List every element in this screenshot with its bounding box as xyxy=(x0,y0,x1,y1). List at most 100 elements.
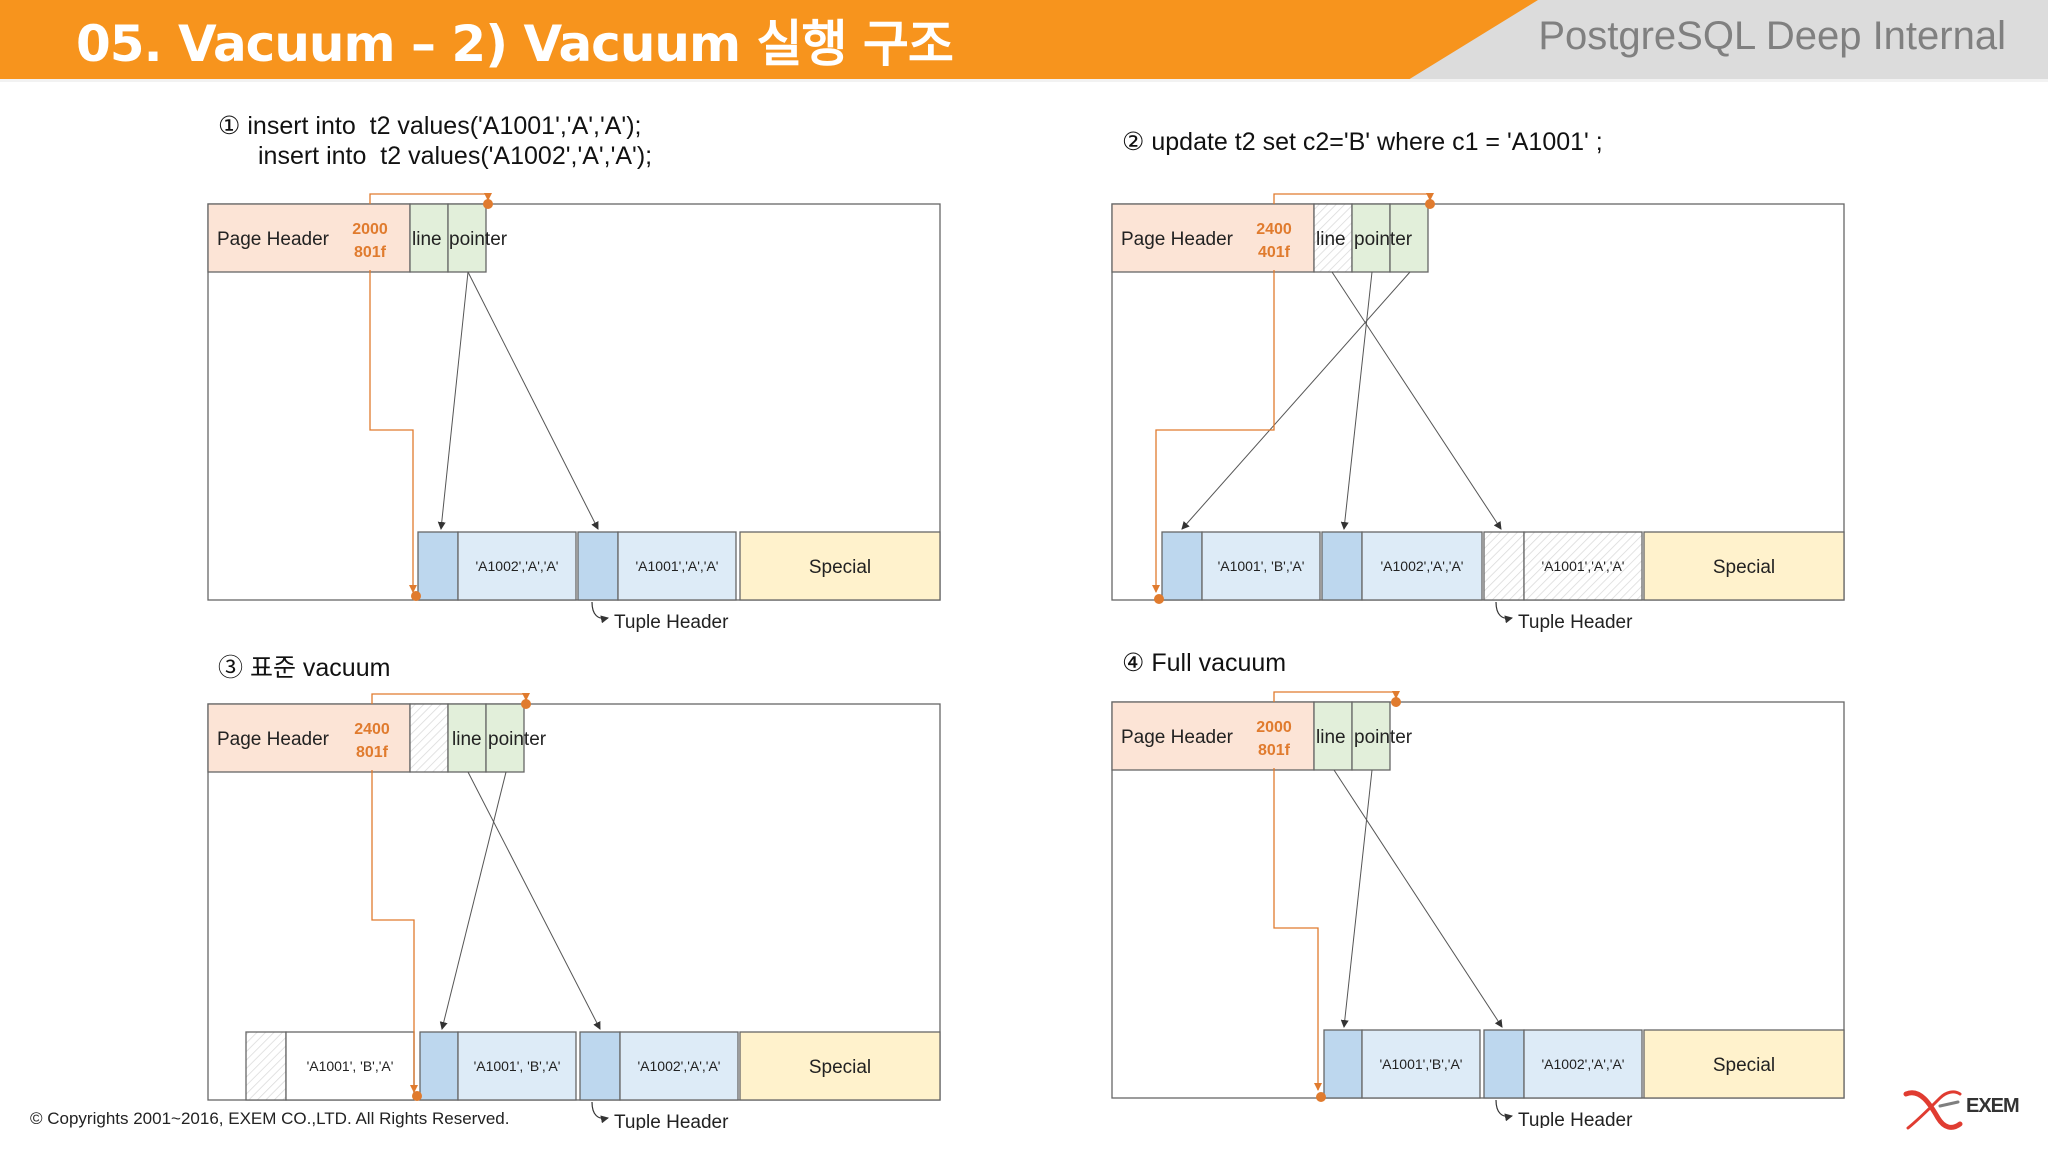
tuple-header-cell xyxy=(1161,531,1203,601)
pointer-arrow xyxy=(1340,769,1373,1028)
tuple-value: 'A1001', 'B','A' xyxy=(1218,558,1305,574)
header-value-top: 2400 xyxy=(354,721,390,738)
tuple-header-callout xyxy=(1495,601,1513,624)
pointer-arrow xyxy=(1340,271,1373,530)
upper-pointer-arrow xyxy=(1152,270,1275,593)
pointer-label: pointer xyxy=(1354,229,1413,250)
tuple-value: 'A1002','A','A' xyxy=(1381,558,1464,574)
tuple-value: 'A1001','B','A' xyxy=(1380,1056,1463,1072)
page-header-box xyxy=(207,703,411,773)
tuple-header-callout xyxy=(591,601,609,624)
line-pointer-cell xyxy=(485,703,525,773)
pointer-arrow xyxy=(439,771,507,1030)
dead-tuple-header-cell xyxy=(1483,531,1525,601)
page-header-label: Page Header xyxy=(1121,727,1234,748)
lower-pointer-arrow xyxy=(371,693,530,704)
special-box xyxy=(739,1031,941,1101)
upper-dot xyxy=(412,1091,422,1101)
pointer-arrow xyxy=(1181,271,1411,530)
tuple-header-callout xyxy=(591,1101,609,1124)
caption-1-line2: insert into t2 values('A1002','A','A'); xyxy=(258,142,653,170)
tuple-cell xyxy=(1201,531,1321,601)
tuple-cell xyxy=(457,1031,577,1101)
exem-logo-icon xyxy=(1903,1090,1963,1130)
header-value-top: 2000 xyxy=(1256,719,1292,736)
caption-4: ④ Full vacuum xyxy=(1122,649,1287,677)
special-label: Special xyxy=(1713,1055,1775,1076)
header-banner xyxy=(0,0,2048,82)
logo-text: EXEM xyxy=(1966,1095,2020,1117)
caption-1-line1: ① insert into t2 values('A1001','A','A')… xyxy=(218,112,642,140)
slide-title: 05. Vacuum – 2) Vacuum 실행 구조 xyxy=(76,15,954,73)
tuple-cell xyxy=(1523,1029,1643,1099)
special-label: Special xyxy=(809,1057,871,1078)
special-box xyxy=(1643,1029,1845,1099)
line-label: line xyxy=(1316,229,1346,250)
pointer-arrow xyxy=(467,771,601,1030)
dead-tuple-cell xyxy=(285,1031,415,1101)
line-pointer-cell xyxy=(1351,701,1391,771)
header-value-bottom: 801f xyxy=(356,744,389,761)
upper-dot xyxy=(1316,1092,1326,1102)
tuple-header-cell xyxy=(1323,1029,1363,1099)
special-label: Special xyxy=(1713,557,1775,578)
pointer-arrow xyxy=(1331,271,1502,530)
pointer-label: pointer xyxy=(488,729,547,750)
page-header-label: Page Header xyxy=(217,229,330,250)
lower-pointer-arrow xyxy=(1273,193,1434,204)
tuple-header-cell xyxy=(417,531,459,601)
lower-dot xyxy=(1425,199,1435,209)
tuple-header-cell xyxy=(579,1031,621,1101)
upper-pointer-arrow xyxy=(369,270,417,593)
page-header-box xyxy=(207,203,411,273)
line-pointer-cell xyxy=(1389,203,1429,273)
line-label: line xyxy=(1316,727,1346,748)
header-value-top: 2000 xyxy=(352,221,388,238)
lower-dot xyxy=(1391,697,1401,707)
tuple-header-cell xyxy=(1483,1029,1525,1099)
tuple-cell xyxy=(619,1031,739,1101)
tuple-value: 'A1002','A','A' xyxy=(1542,1056,1625,1072)
tuple-cell xyxy=(1361,1029,1481,1099)
tuple-cell xyxy=(1361,531,1483,601)
tuple-header-callout xyxy=(1495,1099,1513,1122)
diagram-panel-2: Page Header 2400 401f line pointer 'A100… xyxy=(1111,193,1845,633)
tuple-header-label: Tuple Header xyxy=(1518,1110,1633,1128)
tuple-value: 'A1001', 'B','A' xyxy=(307,1058,394,1074)
pointer-arrow xyxy=(1333,769,1503,1028)
tuple-value: 'A1001','A','A' xyxy=(1542,558,1625,574)
line-label: line xyxy=(412,229,442,250)
lower-pointer-arrow xyxy=(369,193,492,204)
line-pointer-cell-unused xyxy=(409,703,449,773)
tuple-cell xyxy=(457,531,577,601)
upper-dot xyxy=(411,591,421,601)
tuple-header-label: Tuple Header xyxy=(614,1112,729,1130)
line-pointer-cell xyxy=(1351,203,1391,273)
tuple-value: 'A1002','A','A' xyxy=(638,1058,721,1074)
tuple-header-cell xyxy=(419,1031,459,1101)
diagram-panel-3: Page Header 2400 801f line pointer 'A100… xyxy=(207,693,941,1130)
tuple-header-label: Tuple Header xyxy=(614,612,729,633)
upper-pointer-arrow xyxy=(1273,768,1322,1091)
page-header-box xyxy=(1111,203,1315,273)
special-label: Special xyxy=(809,557,871,578)
line-pointer-cell xyxy=(447,203,487,273)
upper-dot xyxy=(1154,594,1164,604)
pointer-label: pointer xyxy=(449,229,508,250)
line-pointer-cell xyxy=(409,203,449,273)
special-box xyxy=(739,531,941,601)
header-value-top: 2400 xyxy=(1256,221,1292,238)
tuple-header-cell xyxy=(577,531,619,601)
tuple-header-cell xyxy=(1321,531,1363,601)
tuple-cell xyxy=(617,531,737,601)
lower-dot xyxy=(483,199,493,209)
tuple-value: 'A1001', 'B','A' xyxy=(474,1058,561,1074)
copyright-text: © Copyrights 2001~2016, EXEM CO.,LTD. Al… xyxy=(30,1109,510,1128)
pointer-label: pointer xyxy=(1354,727,1413,748)
caption-3: ③ 표준 vacuum xyxy=(218,654,391,682)
pointer-arrow xyxy=(437,271,469,530)
dead-tuple-cell xyxy=(1523,531,1643,601)
page-header-label: Page Header xyxy=(1121,229,1234,250)
page-header-label: Page Header xyxy=(217,729,330,750)
tuple-header-label: Tuple Header xyxy=(1518,612,1633,633)
